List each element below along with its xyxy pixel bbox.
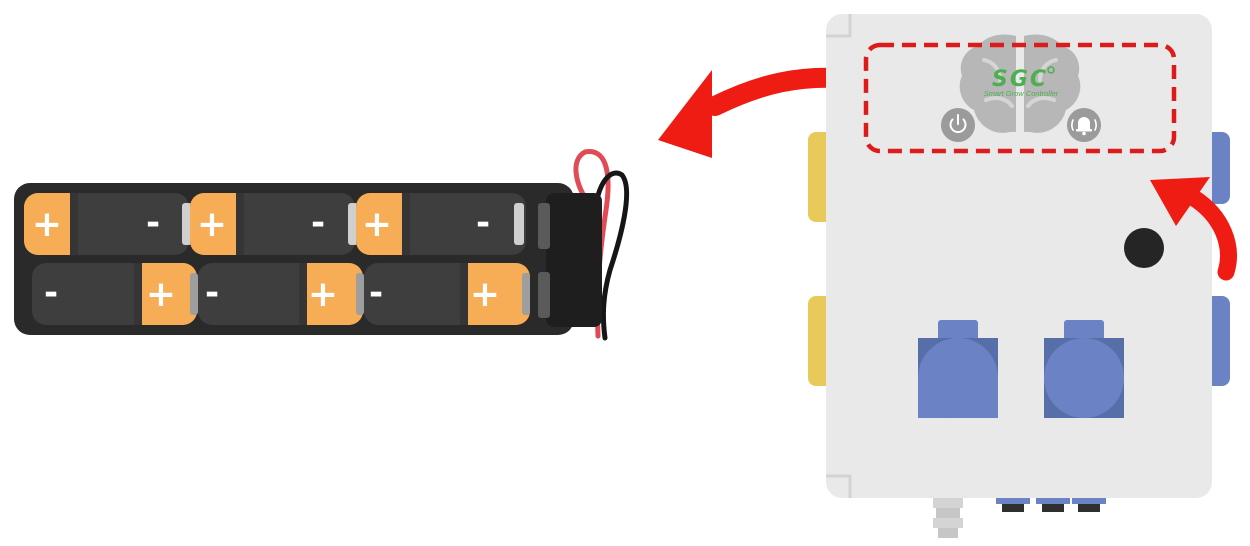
power-socket [918, 320, 998, 418]
alarm-bell-icon [1071, 117, 1097, 136]
minus-label: - [476, 203, 490, 243]
minus-label: - [205, 273, 219, 313]
battery-cell: + - [24, 193, 192, 255]
plus-label: + [197, 204, 227, 245]
battery-connector [546, 193, 602, 327]
battery-cell: - + [32, 263, 198, 325]
battery-cell: + - [190, 193, 358, 255]
minus-label: - [146, 203, 160, 243]
power-socket [1044, 320, 1124, 418]
cable-gland [933, 496, 963, 538]
power-button[interactable] [941, 108, 975, 142]
plus-label: + [32, 204, 62, 245]
control-knob[interactable] [1124, 228, 1164, 268]
controller-device: SGC Smart Grow Controller [808, 14, 1230, 538]
battery-cell: - + [198, 263, 364, 325]
minus-label: - [369, 273, 383, 313]
brand-subtitle: Smart Grow Controller [984, 89, 1059, 98]
plus-label: + [146, 274, 176, 315]
arrow-to-highlight [1150, 177, 1237, 281]
plus-label: + [362, 204, 392, 245]
plus-label: + [470, 274, 500, 315]
plus-label: + [308, 274, 338, 315]
bottom-port [1072, 494, 1106, 512]
bottom-port [996, 494, 1030, 512]
highlight-box [863, 42, 1177, 154]
battery-pack: + - + - + - - + [14, 149, 630, 341]
minus-label: - [44, 273, 58, 313]
battery-cell: - + [364, 263, 530, 325]
black-wire [593, 170, 630, 341]
brand-logo-text: SGC [992, 67, 1048, 92]
power-icon [949, 114, 967, 134]
alarm-button[interactable] [1067, 108, 1101, 142]
brain-logo [959, 34, 1081, 134]
minus-label: - [311, 203, 325, 243]
battery-cell: + - [356, 193, 526, 255]
bottom-port [1036, 494, 1070, 512]
